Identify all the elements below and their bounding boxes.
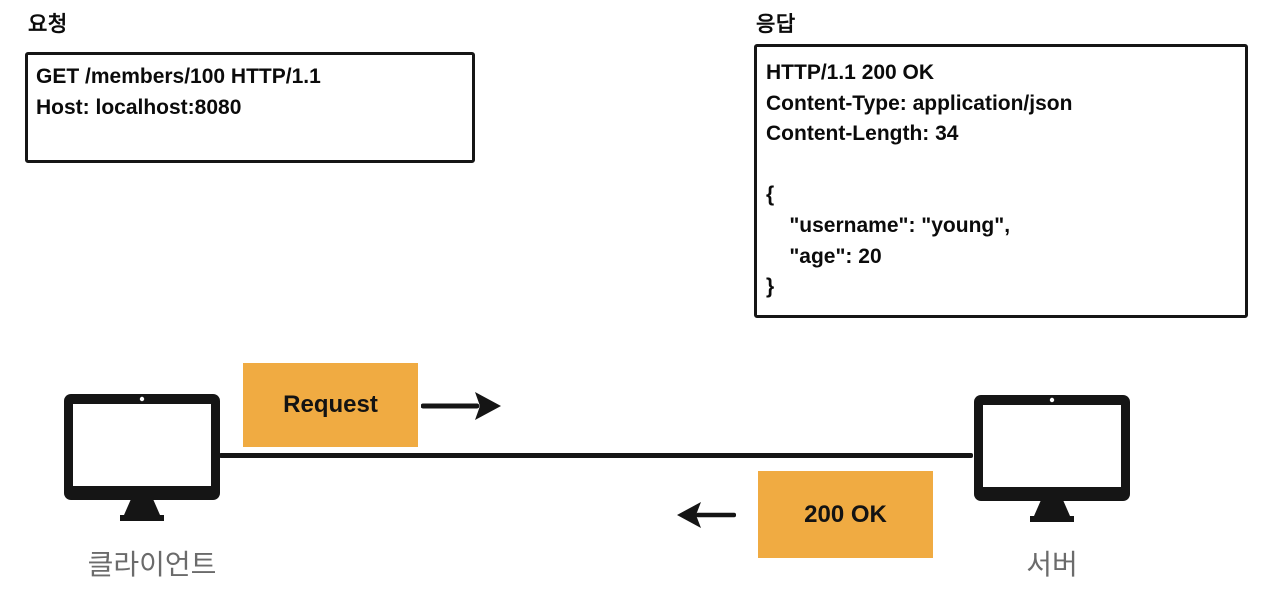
response-section-title: 응답	[756, 13, 796, 36]
arrow-left-icon	[676, 501, 737, 529]
response-message-box: HTTP/1.1 200 OK Content-Type: application…	[754, 44, 1248, 318]
code-line: Host: localhost:8080	[36, 95, 242, 119]
code-line: "age": 20	[766, 244, 882, 268]
code-line: }	[766, 275, 775, 299]
code-line	[766, 150, 1236, 181]
request-badge: Request	[243, 363, 418, 447]
response-message-text: HTTP/1.1 200 OK Content-Type: application…	[766, 58, 1236, 303]
code-line: {	[766, 183, 775, 207]
client-label: 클라이언트	[87, 549, 217, 580]
code-line: Content-Type: application/json	[766, 91, 1073, 115]
code-line: GET /members/100 HTTP/1.1	[36, 65, 321, 88]
arrow-right-icon	[420, 389, 502, 423]
code-line: Content-Length: 34	[766, 122, 959, 146]
connection-line	[219, 453, 973, 458]
monitor-icon	[974, 395, 1130, 522]
request-section-title: 요청	[28, 13, 68, 36]
server-label: 서버	[1026, 549, 1078, 580]
code-line: "username": "young",	[766, 213, 1011, 237]
response-badge: 200 OK	[758, 471, 933, 558]
monitor-icon	[64, 394, 220, 521]
code-line: HTTP/1.1 200 OK	[766, 61, 935, 84]
